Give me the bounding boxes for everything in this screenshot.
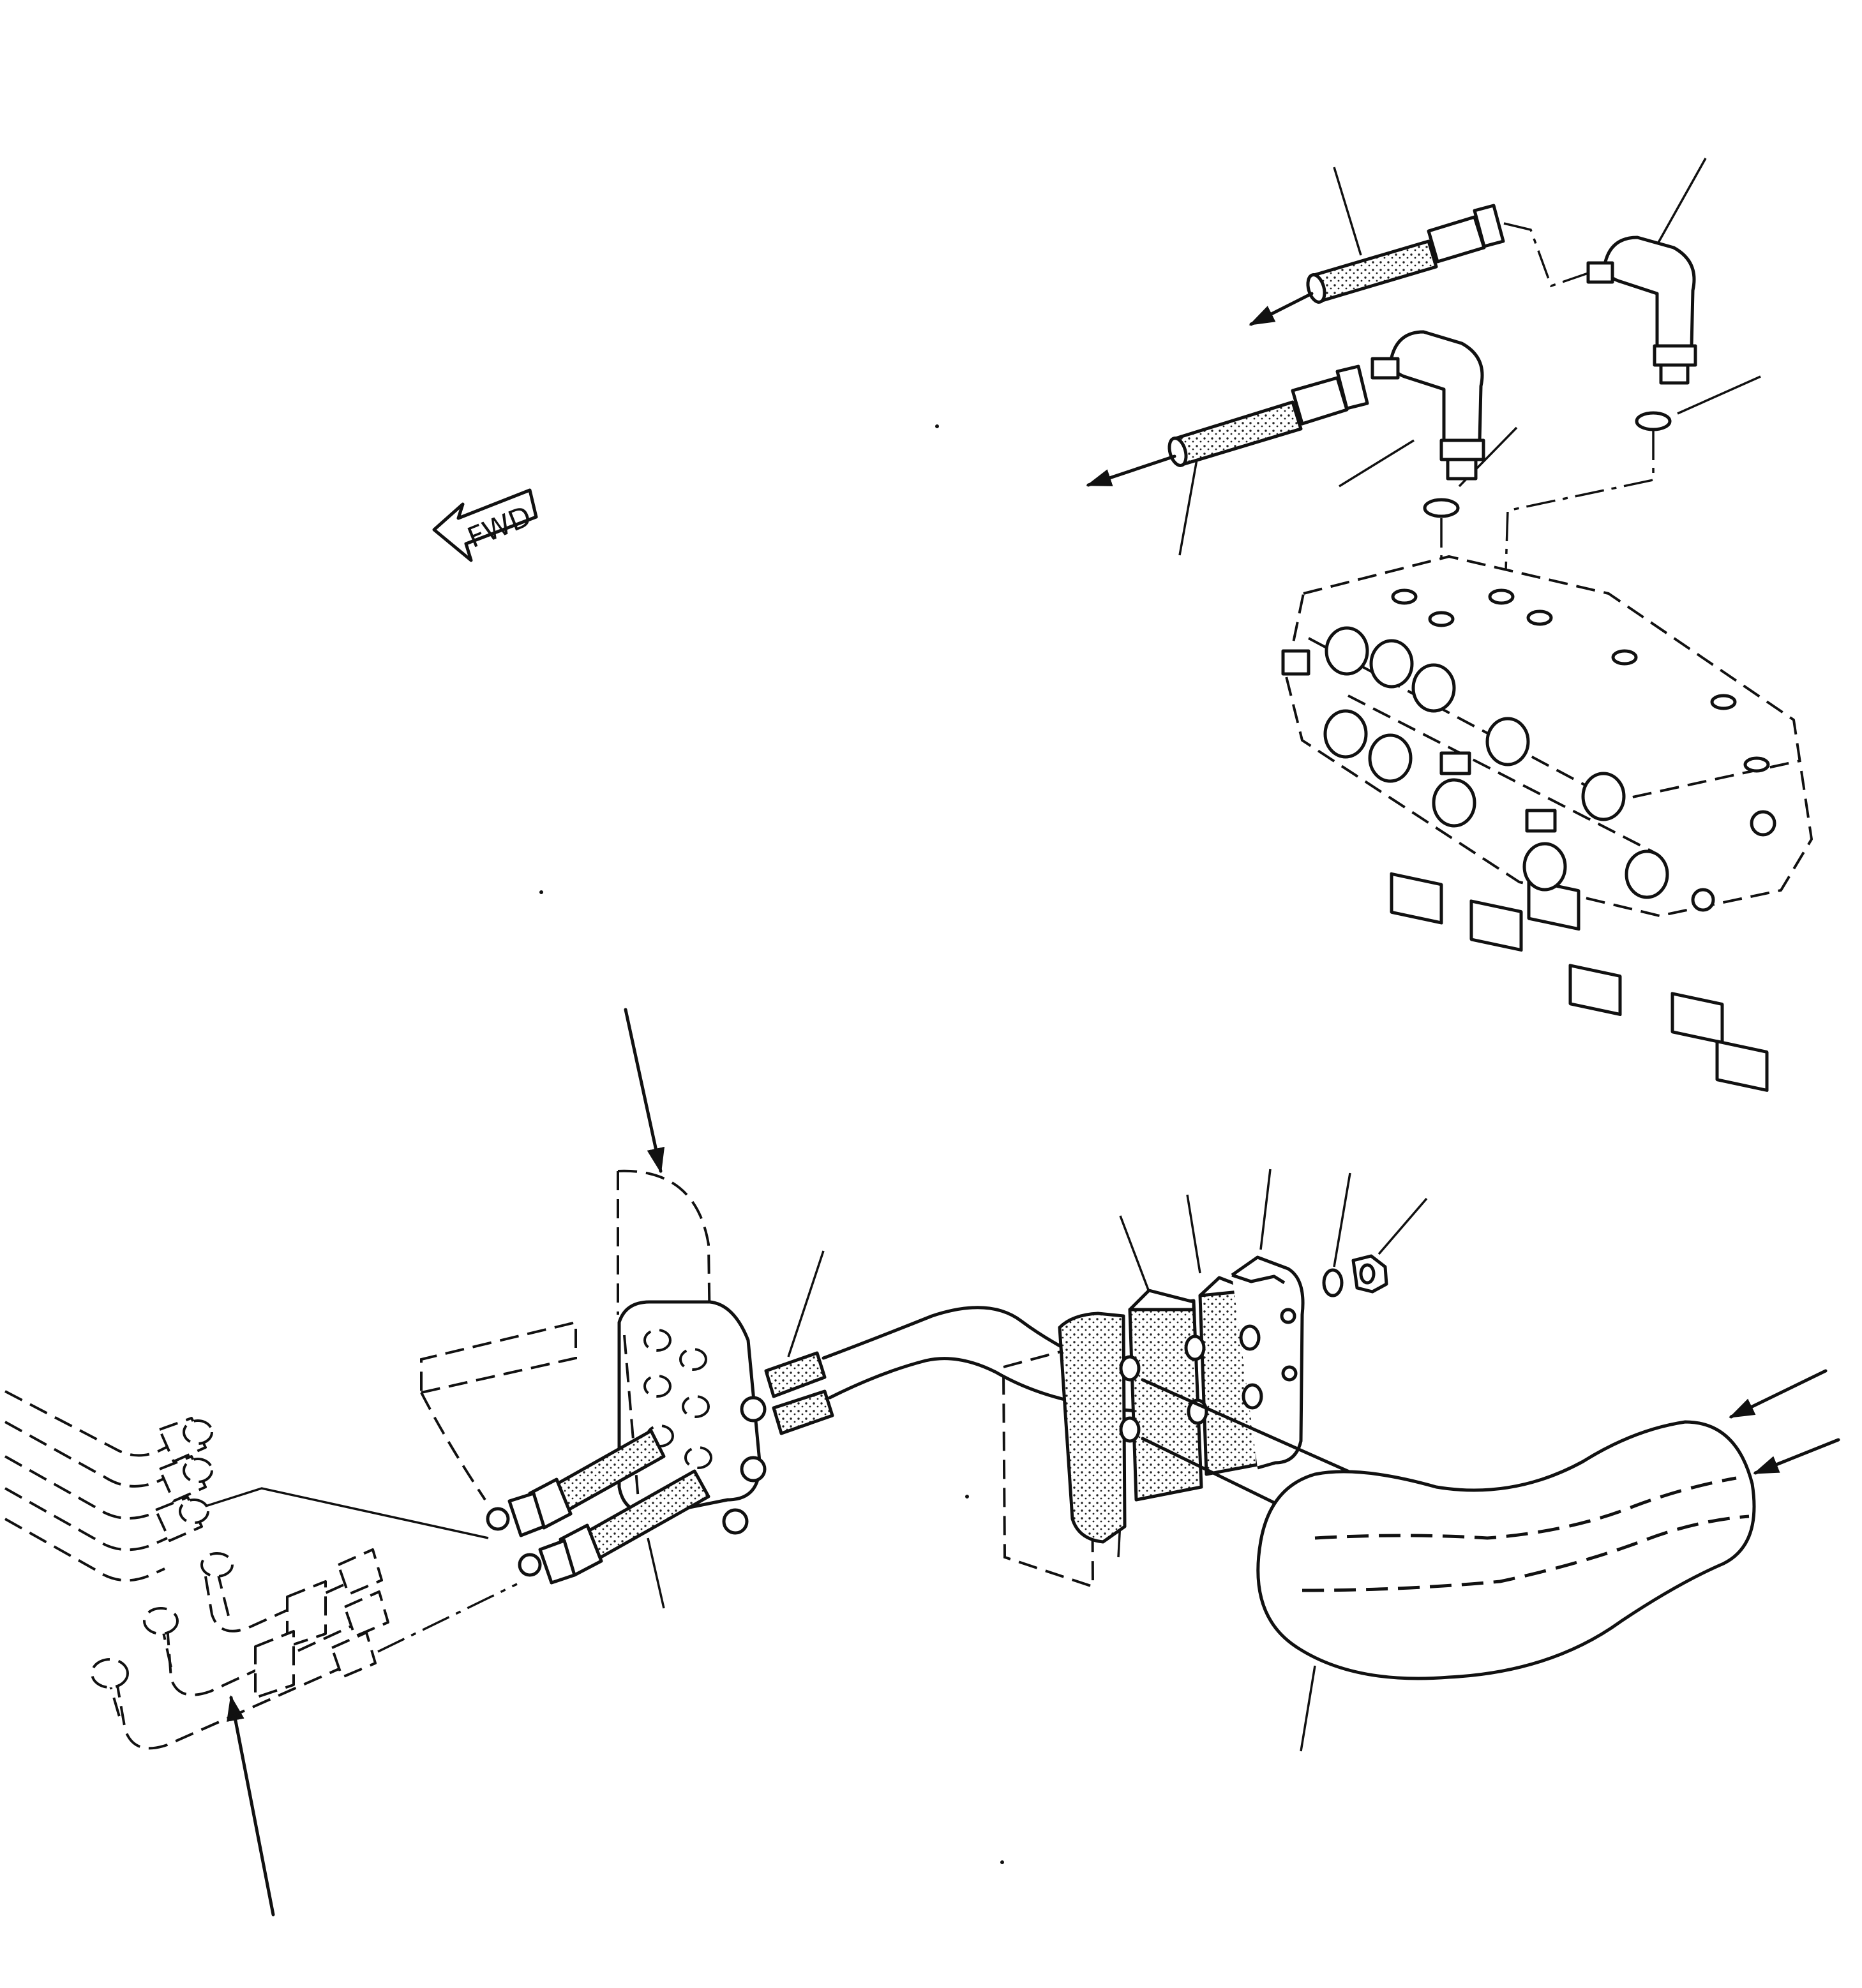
hose-upper-1: [1249, 204, 1505, 326]
valve-spool-caps: [1281, 626, 1776, 912]
speck-3: [965, 1495, 969, 1498]
o-ring-1: [1423, 498, 1460, 518]
tube-nuts: [91, 1548, 389, 1699]
lower-hose-assembly: [486, 1250, 1151, 1609]
protective-sleeve: [1256, 1369, 1840, 1752]
left-tube-bundle: [4, 1390, 489, 1582]
clamp-grooves: [1119, 1324, 1263, 1443]
speck-1: [935, 424, 939, 428]
clamp-assembly: [1002, 1169, 1428, 1588]
mounting-bracket: [420, 1008, 767, 1535]
speck-2: [539, 890, 543, 894]
o-ring-2: [1635, 411, 1672, 431]
spring-washer: [1322, 1268, 1344, 1297]
upper-hose-assembly: [1086, 158, 1761, 629]
fwd-direction-indicator: FWD: [432, 488, 538, 562]
plate-bolts: [722, 1396, 767, 1535]
hex-nut: [1351, 1254, 1388, 1294]
elbow-fitting-1: [1370, 330, 1485, 481]
control-valve-block: [1281, 555, 1813, 1092]
valve-ports: [1390, 588, 1770, 1092]
lower-left-tube-assembly: [91, 1548, 518, 1917]
elbow-fitting-2: [1586, 235, 1697, 385]
fwd-label: FWD: [463, 500, 536, 555]
speck-4: [1000, 1860, 1004, 1864]
hose-upper-2: [1086, 364, 1369, 487]
